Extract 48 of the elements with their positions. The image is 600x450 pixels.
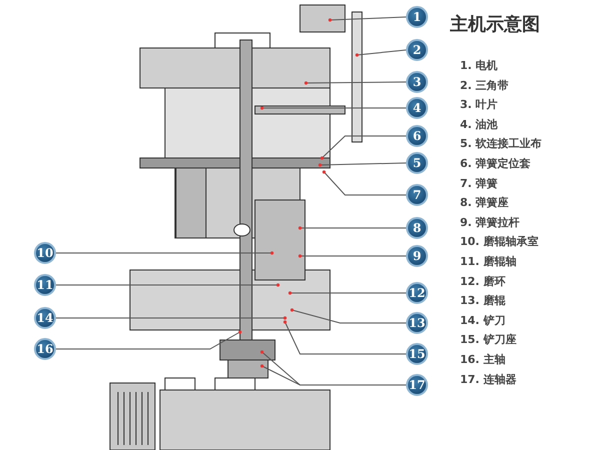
leader-line	[56, 284, 278, 286]
part-name: 4. 油池	[460, 116, 499, 133]
part-name: 1. 电机	[460, 58, 499, 74]
leader-line	[330, 16, 406, 20]
part-name: 8. 弹簧座	[460, 195, 510, 212]
callout-number: 6	[406, 125, 428, 147]
leader-line	[56, 252, 272, 254]
callout-number: 3	[406, 71, 428, 93]
callout-number: 16	[34, 338, 56, 360]
callout-number: 9	[406, 245, 428, 267]
leader-line	[356, 50, 406, 56]
part-name: 10. 磨辊轴承室	[460, 234, 540, 250]
part-name: 12. 磨环	[460, 274, 506, 290]
part-name: 9. 弹簧拉杆	[460, 214, 521, 231]
part-name: 11. 磨辊轴	[460, 254, 518, 270]
leader-line	[290, 292, 406, 294]
callout-number: 12	[406, 282, 428, 304]
leader-line	[56, 332, 240, 350]
part-name: 16. 主轴	[460, 352, 506, 368]
part-name: 7. 弹簧	[460, 176, 499, 192]
part-name: 6. 弹簧定位套	[460, 156, 532, 172]
part-name: 2. 三角带	[460, 78, 510, 94]
callout-number: 17	[406, 374, 428, 396]
callout-number: 14	[34, 307, 56, 329]
part-name: 15. 铲刀座	[460, 332, 518, 348]
callout-number: 13	[406, 312, 428, 334]
leader-line	[322, 136, 406, 158]
part-name: 17. 连轴器	[460, 372, 518, 388]
callout-number: 2	[406, 39, 428, 61]
title: 主机示意图	[450, 13, 540, 36]
callout-number: 5	[406, 152, 428, 174]
callout-number: 11	[34, 274, 56, 296]
part-name: 14. 铲刀	[460, 312, 506, 329]
leader-line	[262, 366, 406, 386]
leader-line	[306, 82, 406, 84]
leader-line	[284, 322, 406, 354]
leader-line	[324, 172, 406, 196]
callout-number: 7	[406, 184, 428, 206]
callout-number: 10	[34, 242, 56, 264]
part-name: 13. 磨辊	[460, 293, 506, 310]
callout-number: 15	[406, 343, 428, 365]
callout-number: 8	[406, 217, 428, 239]
part-name: 3. 叶片	[460, 97, 499, 114]
callout-number: 1	[406, 6, 428, 28]
leader-line	[292, 310, 406, 324]
callout-number: 4	[406, 97, 428, 119]
leader-line	[320, 162, 406, 166]
part-name: 5. 软连接工业布	[460, 136, 542, 152]
